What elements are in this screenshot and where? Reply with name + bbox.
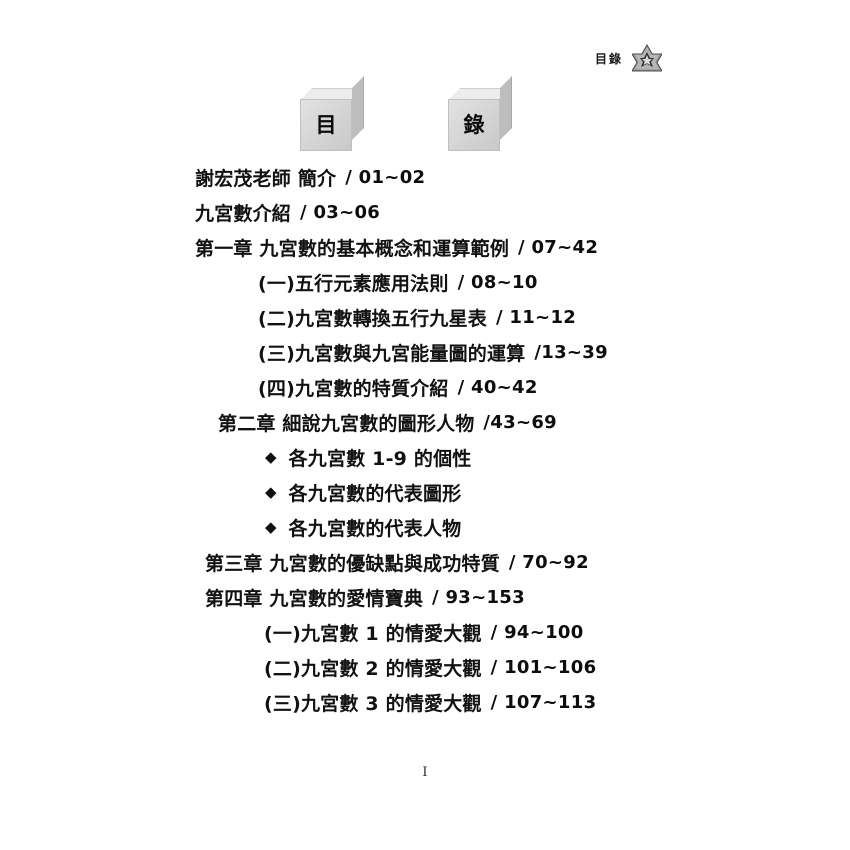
toc-entry[interactable]: (四)九宮數的特質介紹 / 40~42 [0, 370, 850, 405]
toc-entry-pages: /13~39 [534, 342, 608, 363]
toc-entry-title: 九宮數介紹 [195, 203, 292, 225]
title-cube-group: 目 錄 [300, 76, 512, 151]
cube-front-face: 錄 [448, 99, 500, 151]
running-header-label: 目錄 [594, 51, 623, 66]
page-folio: I [422, 765, 428, 780]
toc-entry[interactable]: (三)九宮數與九宮能量圖的運算/13~39 [0, 335, 850, 370]
toc-entry[interactable]: (二)九宮數轉換五行九星表 / 11~12 [0, 300, 850, 335]
title-cube-2: 錄 [448, 76, 512, 151]
title-cube-1: 目 [300, 76, 364, 151]
six-pointed-star-icon [632, 44, 662, 72]
toc-entry[interactable]: ◆ 各九宮數的代表圖形 [0, 475, 850, 510]
toc-entry-title: (一)九宮數 1 的情愛大觀 [264, 623, 482, 645]
cube-side-face [352, 76, 364, 140]
toc-entry-title: 第二章 細說九宮數的圖形人物 [218, 413, 475, 435]
toc-entry-pages: / 107~113 [490, 692, 597, 713]
toc-entry[interactable]: 第三章 九宮數的優缺點與成功特質 / 70~92 [0, 545, 850, 580]
toc-entry[interactable]: 第四章 九宮數的愛情寶典 / 93~153 [0, 580, 850, 615]
toc-entry[interactable]: 謝宏茂老師 簡介 / 01~02 [0, 160, 850, 195]
diamond-bullet-icon: ◆ [265, 518, 277, 536]
toc-entry[interactable]: 第二章 細說九宮數的圖形人物/43~69 [0, 405, 850, 440]
toc-entry[interactable]: 九宮數介紹 / 03~06 [0, 195, 850, 230]
toc-entry-title: (四)九宮數的特質介紹 [258, 378, 449, 400]
toc-entry-title: (三)九宮數 3 的情愛大觀 [264, 693, 482, 715]
toc-entry-title: 各九宮數的代表人物 [288, 518, 462, 540]
toc-entry-title: 各九宮數的代表圖形 [288, 483, 462, 505]
toc-entry[interactable]: 第一章 九宮數的基本概念和運算範例 / 07~42 [0, 230, 850, 265]
toc-entry[interactable]: (一)九宮數 1 的情愛大觀 / 94~100 [0, 615, 850, 650]
toc-entry[interactable]: (二)九宮數 2 的情愛大觀 / 101~106 [0, 650, 850, 685]
toc-entry-pages: / 03~06 [300, 202, 381, 223]
toc-entry-pages: / 07~42 [518, 237, 599, 258]
toc-entry-pages: /43~69 [483, 412, 557, 433]
toc-entry-title: 第三章 九宮數的優缺點與成功特質 [205, 553, 500, 575]
toc-entry-title: 謝宏茂老師 簡介 [195, 168, 337, 190]
toc-entry-pages: / 70~92 [508, 552, 589, 573]
toc-entry-title: (二)九宮數轉換五行九星表 [258, 308, 487, 330]
cube-glyph: 錄 [463, 112, 485, 137]
toc-entry[interactable]: ◆ 各九宮數的代表人物 [0, 510, 850, 545]
table-of-contents: 謝宏茂老師 簡介 / 01~02 九宮數介紹 / 03~06 第一章 九宮數的基本概念和… [0, 160, 850, 720]
toc-entry-pages: / 93~153 [432, 587, 525, 608]
cube-front-face: 目 [300, 99, 352, 151]
diamond-bullet-icon: ◆ [265, 448, 277, 466]
toc-entry-pages: / 08~10 [457, 272, 538, 293]
cube-glyph: 目 [315, 112, 337, 137]
running-header: 目錄 [595, 44, 662, 72]
toc-entry-title: 第一章 九宮數的基本概念和運算範例 [195, 238, 510, 260]
toc-entry-pages: / 40~42 [457, 377, 538, 398]
toc-entry[interactable]: ◆ 各九宮數 1-9 的個性 [0, 440, 850, 475]
toc-entry-pages: / 94~100 [490, 622, 584, 643]
toc-entry-title: (二)九宮數 2 的情愛大觀 [264, 658, 482, 680]
toc-entry-pages: / 01~02 [345, 167, 426, 188]
toc-entry-title: (一)五行元素應用法則 [258, 273, 449, 295]
toc-entry[interactable]: (一)五行元素應用法則 / 08~10 [0, 265, 850, 300]
cube-side-face [500, 76, 512, 140]
toc-entry-title: 第四章 九宮數的愛情寶典 [205, 588, 424, 610]
toc-entry-pages: / 11~12 [495, 307, 577, 328]
toc-entry-pages: / 101~106 [490, 657, 597, 678]
toc-entry-title: 各九宮數 1-9 的個性 [288, 448, 472, 470]
diamond-bullet-icon: ◆ [265, 483, 277, 501]
toc-entry-title: (三)九宮數與九宮能量圖的運算 [258, 343, 526, 365]
toc-entry[interactable]: (三)九宮數 3 的情愛大觀 / 107~113 [0, 685, 850, 720]
